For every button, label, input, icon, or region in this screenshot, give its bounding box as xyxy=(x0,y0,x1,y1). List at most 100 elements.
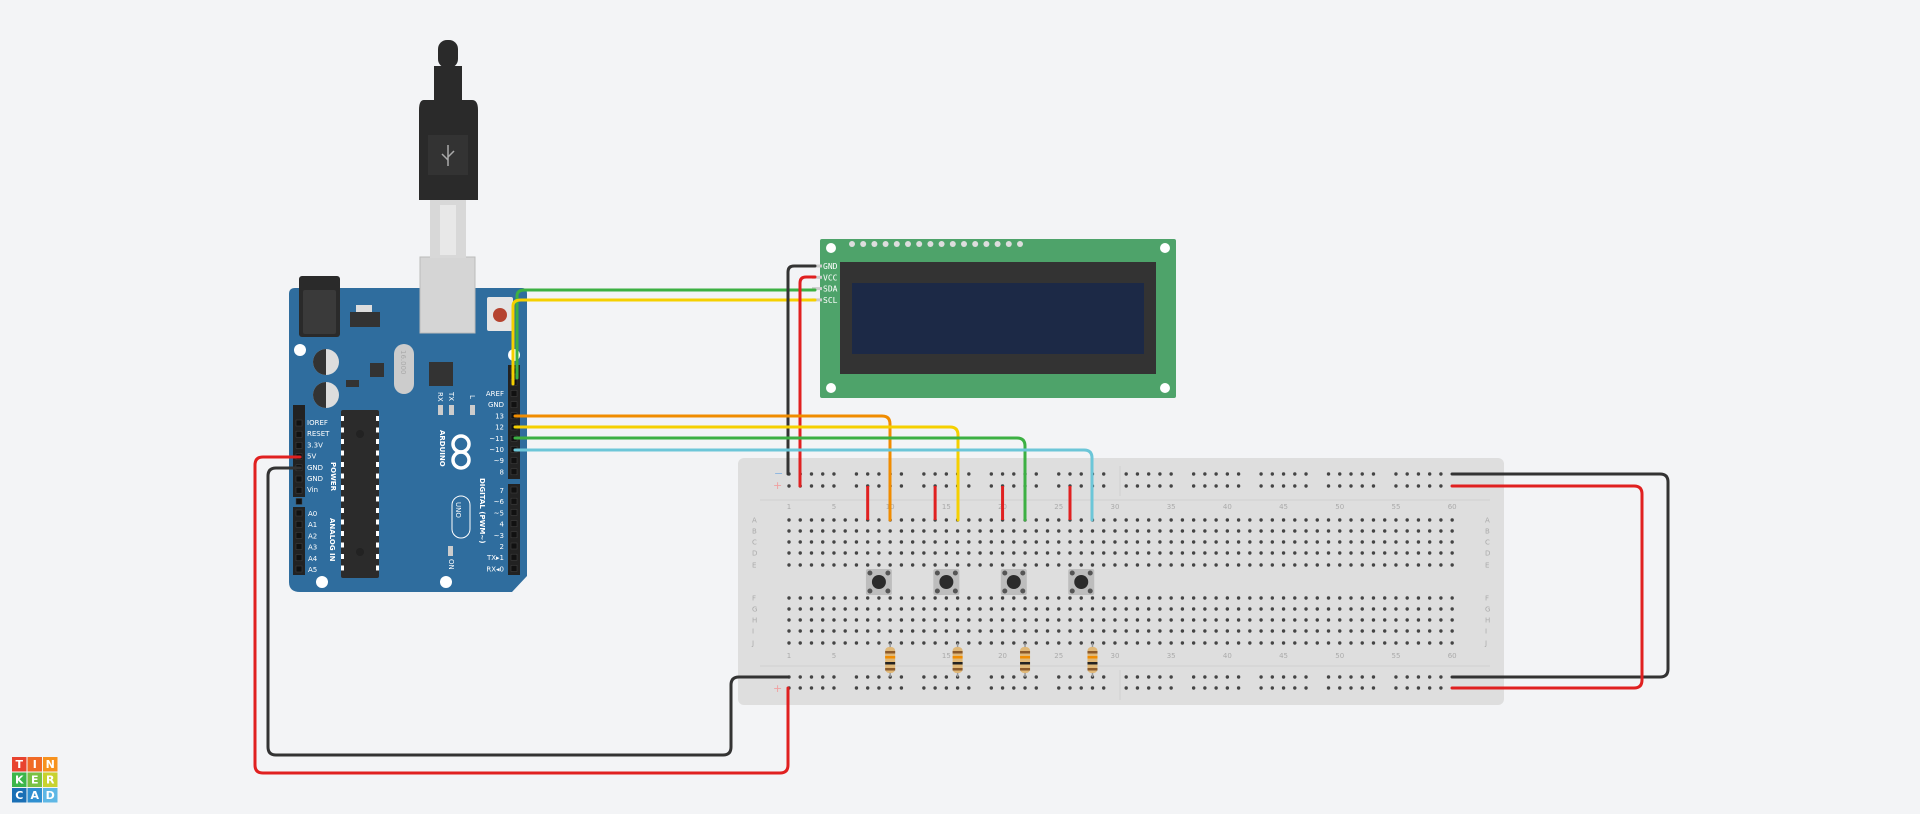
breadboard-hole[interactable] xyxy=(888,563,892,567)
breadboard-hole[interactable] xyxy=(1012,618,1016,622)
pushbutton-cap[interactable] xyxy=(871,575,886,589)
breadboard-hole[interactable] xyxy=(1057,618,1061,622)
rail-hole[interactable] xyxy=(1214,686,1218,690)
breadboard-hole[interactable] xyxy=(989,607,994,611)
wire-rail-gnd-bridge[interactable] xyxy=(1450,472,1670,679)
breadboard-hole[interactable] xyxy=(865,641,870,645)
rail-hole[interactable] xyxy=(877,472,881,476)
breadboard-hole[interactable] xyxy=(1259,641,1263,645)
rail-hole[interactable] xyxy=(854,472,859,476)
breadboard-hole[interactable] xyxy=(1450,641,1454,645)
rail-hole[interactable] xyxy=(1146,675,1151,679)
breadboard-hole[interactable] xyxy=(1281,529,1286,533)
breadboard-hole[interactable] xyxy=(1068,618,1072,622)
breadboard-hole[interactable] xyxy=(843,540,847,544)
breadboard-hole[interactable] xyxy=(1450,518,1454,522)
breadboard-hole[interactable] xyxy=(1439,551,1443,555)
breadboard-hole[interactable] xyxy=(865,607,870,611)
rail-hole[interactable] xyxy=(1293,472,1297,476)
breadboard-hole[interactable] xyxy=(1090,607,1095,611)
rail-hole[interactable] xyxy=(1057,686,1061,690)
pushbutton-cap[interactable] xyxy=(1074,575,1089,589)
breadboard-hole[interactable] xyxy=(910,551,915,555)
breadboard-hole[interactable] xyxy=(1169,607,1173,611)
rail-hole[interactable] xyxy=(832,686,836,690)
breadboard-hole[interactable] xyxy=(1383,641,1387,645)
breadboard-hole[interactable] xyxy=(843,518,847,522)
breadboard-hole[interactable] xyxy=(967,563,971,567)
breadboard-hole[interactable] xyxy=(809,518,814,522)
breadboard-hole[interactable] xyxy=(933,641,937,645)
rail-hole[interactable] xyxy=(1371,675,1376,679)
breadboard-hole[interactable] xyxy=(1090,563,1095,567)
breadboard-hole[interactable] xyxy=(1068,607,1072,611)
breadboard-hole[interactable] xyxy=(809,596,814,600)
breadboard-hole[interactable] xyxy=(1338,563,1342,567)
breadboard-hole[interactable] xyxy=(1113,596,1117,600)
breadboard-hole[interactable] xyxy=(1405,607,1409,611)
breadboard-hole[interactable] xyxy=(1259,629,1263,633)
rail-hole[interactable] xyxy=(922,472,926,476)
breadboard-hole[interactable] xyxy=(1427,563,1432,567)
breadboard-hole[interactable] xyxy=(865,596,870,600)
breadboard-hole[interactable] xyxy=(1214,641,1218,645)
breadboard-hole[interactable] xyxy=(787,551,791,555)
wire-rail-power-bridge[interactable] xyxy=(1450,484,1644,690)
breadboard-hole[interactable] xyxy=(1146,551,1151,555)
breadboard-hole[interactable] xyxy=(1349,518,1353,522)
breadboard-hole[interactable] xyxy=(798,629,802,633)
rail-hole[interactable] xyxy=(1394,472,1398,476)
breadboard-hole[interactable] xyxy=(1023,618,1027,622)
breadboard-hole[interactable] xyxy=(1427,641,1432,645)
breadboard-hole[interactable] xyxy=(1326,563,1331,567)
breadboard-hole[interactable] xyxy=(978,518,982,522)
breadboard-hole[interactable] xyxy=(910,529,915,533)
breadboard-hole[interactable] xyxy=(1416,518,1421,522)
breadboard-hole[interactable] xyxy=(1326,607,1331,611)
breadboard-hole[interactable] xyxy=(832,607,836,611)
rail-hole[interactable] xyxy=(1012,675,1016,679)
rail-hole[interactable] xyxy=(944,686,949,690)
breadboard-hole[interactable] xyxy=(821,518,825,522)
breadboard-hole[interactable] xyxy=(1371,641,1376,645)
breadboard-hole[interactable] xyxy=(1045,529,1050,533)
breadboard-hole[interactable] xyxy=(1158,529,1162,533)
rail-hole[interactable] xyxy=(1326,472,1331,476)
breadboard-hole[interactable] xyxy=(1102,607,1106,611)
breadboard-hole[interactable] xyxy=(1090,629,1095,633)
breadboard-hole[interactable] xyxy=(843,607,847,611)
breadboard-hole[interactable] xyxy=(798,641,802,645)
breadboard-hole[interactable] xyxy=(1248,596,1252,600)
breadboard-hole[interactable] xyxy=(1169,618,1173,622)
rail-hole[interactable] xyxy=(1191,484,1196,488)
breadboard-hole[interactable] xyxy=(1124,629,1128,633)
rail-hole[interactable] xyxy=(1394,484,1398,488)
breadboard-hole[interactable] xyxy=(1057,529,1061,533)
breadboard-hole[interactable] xyxy=(798,540,802,544)
pushbutton[interactable] xyxy=(1068,569,1095,595)
breadboard-hole[interactable] xyxy=(1169,518,1173,522)
breadboard-hole[interactable] xyxy=(989,551,994,555)
breadboard-hole[interactable] xyxy=(1045,641,1050,645)
breadboard-hole[interactable] xyxy=(1360,607,1364,611)
breadboard-hole[interactable] xyxy=(1191,518,1196,522)
breadboard-hole[interactable] xyxy=(1169,641,1173,645)
breadboard-hole[interactable] xyxy=(1338,641,1342,645)
rail-hole[interactable] xyxy=(1068,686,1072,690)
breadboard-hole[interactable] xyxy=(1012,551,1016,555)
breadboard-hole[interactable] xyxy=(1079,518,1083,522)
breadboard-hole[interactable] xyxy=(1360,629,1364,633)
breadboard-hole[interactable] xyxy=(1068,563,1072,567)
rail-hole[interactable] xyxy=(1012,472,1016,476)
breadboard-hole[interactable] xyxy=(1416,607,1421,611)
breadboard-hole[interactable] xyxy=(1304,529,1308,533)
breadboard-hole[interactable] xyxy=(1416,529,1421,533)
rail-hole[interactable] xyxy=(854,484,859,488)
breadboard-hole[interactable] xyxy=(854,540,859,544)
breadboard-hole[interactable] xyxy=(1158,629,1162,633)
breadboard-hole[interactable] xyxy=(1371,563,1376,567)
breadboard-hole[interactable] xyxy=(1203,540,1207,544)
breadboard-hole[interactable] xyxy=(1169,629,1173,633)
breadboard-hole[interactable] xyxy=(843,596,847,600)
